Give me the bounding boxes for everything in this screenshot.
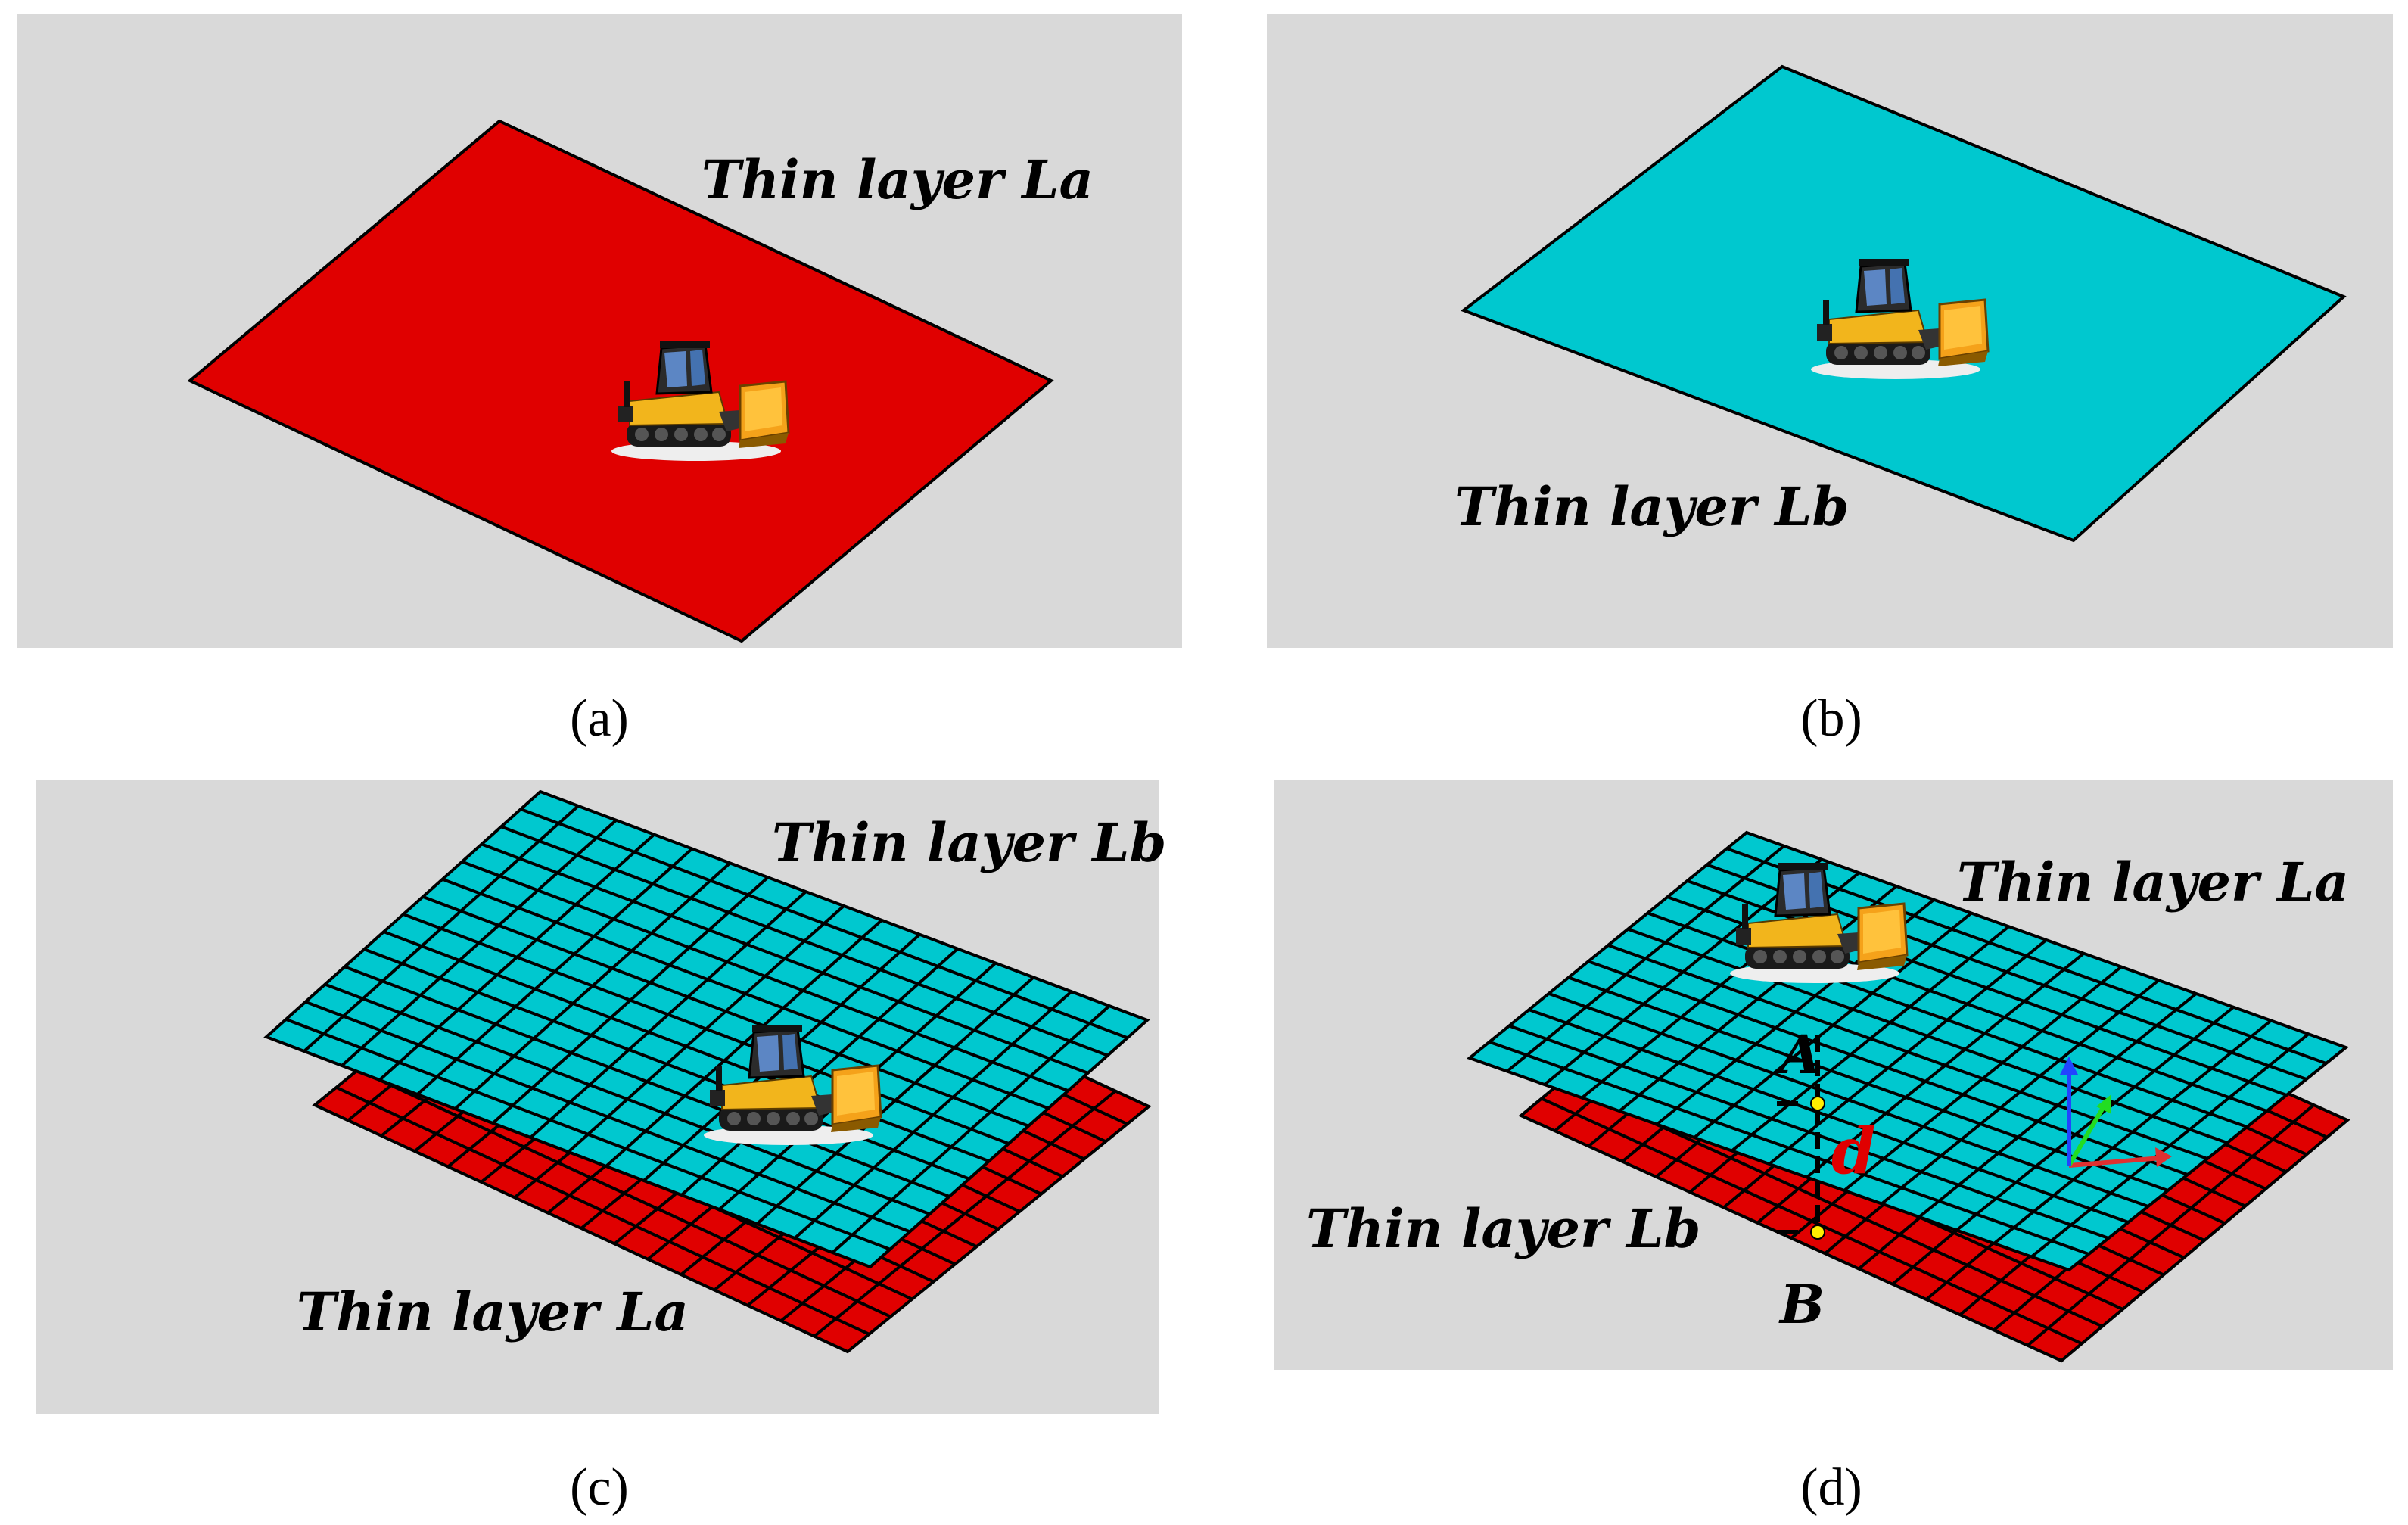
panel-b-caption: (b) [1800,689,1862,748]
point-b-label: B [1778,1273,1825,1336]
panel-d: A B d Thin layer La Thin layer Lb (d) [1274,780,2393,1517]
panel-b-layer-label: Thin layer Lb [1454,475,1849,538]
grid-line [461,860,1069,1093]
distance-marker [1777,1035,1825,1240]
panel-a-layer-label: Thin layer La [702,148,1094,211]
grid-line [520,808,1128,1040]
grid-line [1528,1008,2130,1224]
panel-a: Thin layer La (a) [17,14,1182,748]
grid-line [324,982,931,1216]
grid-line [481,842,1089,1075]
panel-b: Thin layer Lb (b) [1267,14,2393,748]
point-a-label: A [1775,1023,1821,1086]
distance-label: d [1831,1113,1876,1188]
grid-line [422,895,1029,1128]
grid-line [1541,1097,2083,1346]
grid-line [305,1000,910,1234]
thin-layer-lb-grid-plane [263,789,1150,1269]
grid-line [383,930,990,1163]
panel-c-bottom-layer-label: Thin layer La [297,1281,689,1343]
panel-c-top-layer-label: Thin layer Lb [772,811,1166,874]
panel-c-caption: (c) [570,1458,629,1517]
grid-line [344,965,950,1198]
thin-layer-la-plane [187,119,1054,643]
grid-line [1588,960,2189,1176]
panel-a-caption: (a) [570,689,629,748]
grid-line [1548,991,2149,1208]
grid-line [403,913,1010,1145]
panel-d-top-layer-label: Thin layer La [1957,851,2349,913]
grid-line [500,825,1109,1057]
grid-line [1508,1024,2109,1240]
panel-c: Thin layer Lb Thin layer La (c) [36,780,1166,1517]
grid-line [442,877,1049,1110]
grid-line [363,948,970,1181]
grid-line [357,1068,891,1318]
panel-d-caption: (d) [1800,1458,1862,1517]
grid-line [1627,927,2228,1144]
grid-line [335,1086,870,1336]
coordinate-axes-icon [2060,1057,2172,1168]
grid-line [285,1017,891,1251]
grid-line [1607,944,2208,1160]
grid-line [1489,1040,2089,1256]
panel-d-bottom-layer-label: Thin layer Lb [1306,1197,1700,1260]
